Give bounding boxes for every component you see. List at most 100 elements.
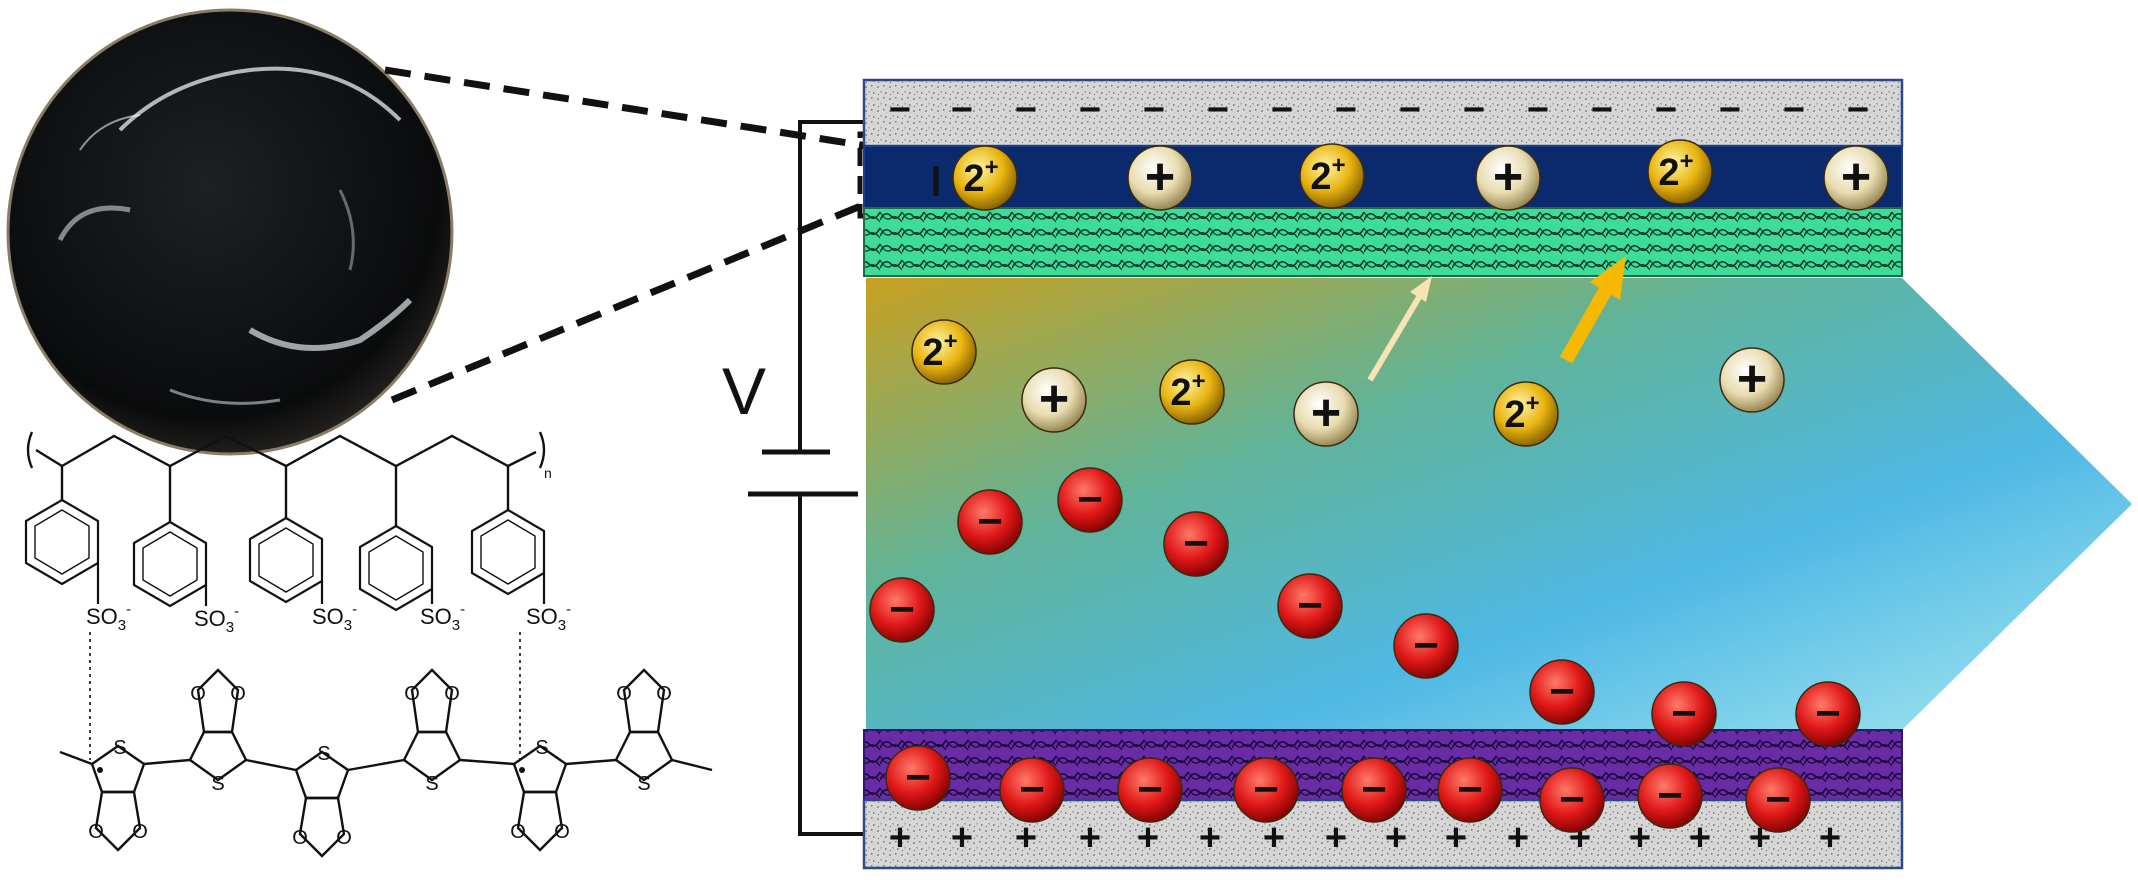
anion: − — [1117, 757, 1183, 823]
ion-sphere — [1117, 757, 1183, 823]
anion-sign: − — [1413, 621, 1439, 670]
benzene-ring-3 — [248, 516, 324, 604]
ion-sphere — [1823, 145, 1889, 211]
ion-sphere — [1163, 511, 1229, 577]
ion-sphere — [1637, 763, 1703, 829]
anion-sign: − — [1297, 581, 1323, 630]
sulfonate-labels: SO3- SO3- SO3- SO3- SO3- — [86, 601, 571, 636]
ion-sphere — [957, 489, 1023, 555]
bottom-charge: + — [1507, 817, 1529, 859]
top-charge: − — [1207, 89, 1229, 131]
dication: 2+ — [911, 319, 977, 385]
ion-sphere — [1127, 145, 1193, 211]
top-charge: − — [1079, 89, 1101, 131]
top-charge: − — [1399, 89, 1421, 131]
ion-sphere — [1021, 367, 1087, 433]
ion-sphere — [1437, 757, 1503, 823]
bottom-charge: + — [951, 817, 973, 859]
top-charge: − — [1271, 89, 1293, 131]
oxygen-atom-7: O — [404, 683, 420, 705]
pss-backbone — [26, 431, 546, 526]
anion-sign: − — [1077, 475, 1103, 524]
dication: 2+ — [952, 145, 1018, 211]
ion-sphere — [1493, 381, 1559, 447]
oxygen-atom-6: O — [336, 827, 352, 849]
radical-dots — [97, 767, 525, 773]
bottom-plate-charges: + + + + + + + + + + + + + + + + — [889, 817, 1841, 859]
benzene-ring-4 — [358, 524, 434, 612]
anion-sign: − — [1183, 519, 1209, 568]
ion-sphere — [952, 145, 1018, 211]
anion-sign: − — [889, 585, 915, 634]
ion-sphere — [1159, 359, 1225, 425]
top-charge: − — [1591, 89, 1613, 131]
pedot-chain — [59, 668, 713, 858]
anion: − — [1341, 757, 1407, 823]
sulfur-atom-2: S — [211, 773, 224, 795]
ion-sphere — [1719, 347, 1785, 413]
oxygen-atom-9: O — [510, 821, 526, 843]
bottom-charge: + — [1629, 817, 1651, 859]
dication: 2+ — [1299, 143, 1365, 209]
ion-sphere — [1647, 139, 1713, 205]
sulfonate-label-1: SO3- — [86, 601, 131, 634]
device-stack — [862, 78, 2132, 870]
cation: + — [1127, 145, 1193, 211]
anion: − — [1393, 613, 1459, 679]
oxygen-atom-10: O — [554, 821, 570, 843]
bottom-charge: + — [1199, 817, 1221, 859]
top-charge: − — [1719, 89, 1741, 131]
anion: − — [1529, 659, 1595, 725]
anion-sign: − — [1559, 775, 1585, 824]
anion: − — [1539, 767, 1605, 833]
bottom-charge: + — [1445, 817, 1467, 859]
anion: − — [1163, 511, 1229, 577]
ion-sphere — [1293, 381, 1359, 447]
ion-sphere — [1057, 467, 1123, 533]
anion-sign: − — [1549, 667, 1575, 716]
bottom-charge: + — [889, 817, 911, 859]
oxygen-atom-5: O — [292, 827, 308, 849]
pss-n-label: n — [544, 465, 552, 481]
top-charge: − — [1847, 89, 1869, 131]
bottom-charge: + — [1263, 817, 1285, 859]
dication: 2+ — [1159, 359, 1225, 425]
voltage-label: V — [722, 354, 766, 428]
anion-sign: − — [1019, 765, 1045, 814]
dication-sign: 2+ — [1504, 390, 1539, 436]
top-charge: − — [1335, 89, 1357, 131]
sulfur-atom-4: S — [425, 773, 438, 795]
sulfonate-label-3: SO3- — [312, 601, 357, 634]
bottom-charge: + — [1325, 817, 1347, 859]
dication-sign: 2+ — [1310, 152, 1345, 198]
anion-sign: − — [1765, 775, 1791, 824]
oxygen-atom-1: O — [88, 821, 104, 843]
ion-sphere — [1277, 573, 1343, 639]
dication: 2+ — [1493, 381, 1559, 447]
anion: − — [1277, 573, 1343, 639]
ion-sphere — [1393, 613, 1459, 679]
dication-sign: 2+ — [1658, 148, 1693, 194]
anion: − — [1651, 681, 1717, 747]
top-charge: − — [1783, 89, 1805, 131]
cation-sign: + — [1841, 148, 1871, 206]
anion: − — [957, 489, 1023, 555]
ion-migration-arrows — [1367, 256, 1626, 382]
ion-sphere — [1233, 757, 1299, 823]
cation-sign: + — [1039, 370, 1069, 428]
cation: + — [1021, 367, 1087, 433]
pedot-atom-labels: S S S S S S O O O O O O O O O O O O — [88, 683, 672, 849]
sulfonate-label-4: SO3- — [420, 601, 465, 634]
anion-sign: − — [1657, 771, 1683, 820]
cation: + — [1719, 347, 1785, 413]
oxygen-atom-11: O — [616, 683, 632, 705]
top-charge: − — [951, 89, 973, 131]
electrolyte-region — [866, 278, 2132, 730]
top-plate-charges: − − − − − − − − − − − − − − − − — [889, 89, 1869, 131]
sulfur-atom-6: S — [637, 773, 650, 795]
oxygen-atom-12: O — [656, 683, 672, 705]
bottom-charge: + — [1819, 817, 1841, 859]
anion-sign: − — [1361, 765, 1387, 814]
cation-sign: + — [1311, 384, 1341, 442]
ion-sphere — [1299, 143, 1365, 209]
